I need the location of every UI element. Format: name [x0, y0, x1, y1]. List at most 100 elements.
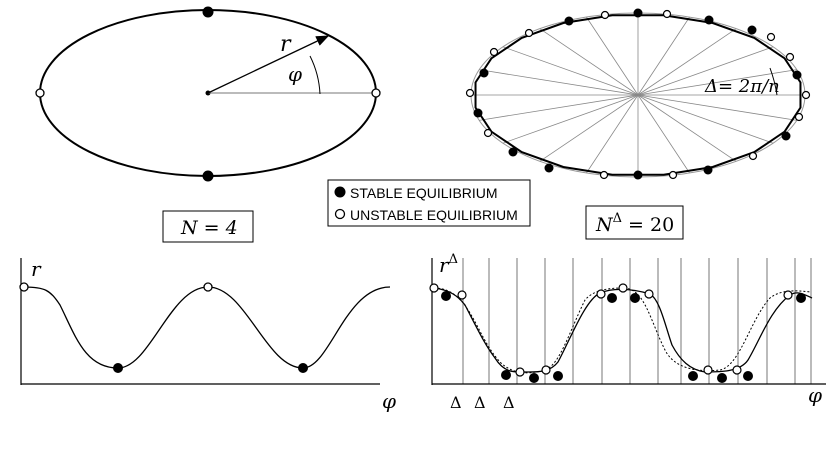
sector-spoke [637, 94, 737, 162]
sector-spoke [502, 94, 639, 144]
r-vector-arrow [207, 35, 330, 94]
sector-spoke [479, 69, 639, 96]
unstable-point [465, 88, 475, 98]
n20-text: NΔ = 20 [595, 211, 674, 236]
n4-frame [162, 210, 254, 243]
stable-point [564, 16, 574, 26]
r-phi-curve [23, 286, 391, 369]
unstable-point [785, 52, 795, 62]
stable-point [703, 165, 713, 175]
stable-point [479, 68, 489, 78]
stable-point [607, 293, 617, 303]
stable-point [113, 363, 123, 373]
sector-spoke [637, 16, 690, 96]
sector-spoke [539, 94, 639, 162]
legend-frame [327, 179, 531, 227]
unstable-point [483, 128, 493, 138]
unstable-point [703, 365, 713, 375]
sector-spoke [637, 46, 774, 96]
stable-point [747, 25, 757, 35]
sector-spoke [539, 28, 639, 96]
unstable-point [515, 367, 525, 377]
sector-spoke [502, 46, 639, 96]
legend-stable-label: STABLE EQUILIBRIUM [350, 185, 498, 201]
stable-point [796, 293, 806, 303]
delta-tick-label: Δ [450, 393, 462, 412]
unstable-point [766, 32, 776, 42]
sector-spoke [637, 69, 797, 96]
stable-point [633, 8, 643, 18]
stable-point [473, 108, 483, 118]
n4-label-box: N = 4 [162, 210, 254, 243]
unstable-point [524, 28, 534, 38]
n20-n: N [595, 214, 614, 236]
unstable-point [668, 170, 678, 180]
delta-tick-label: Δ [474, 393, 486, 412]
phi-angle-label: φ [288, 62, 302, 86]
unstable-point [599, 170, 609, 180]
legend-stable-marker [334, 186, 346, 198]
unstable-point [371, 88, 381, 98]
stable-point [704, 15, 714, 25]
sector-spoke [586, 94, 639, 174]
sector-gridlines [462, 258, 812, 384]
phi-arc [309, 55, 321, 95]
stable-point [202, 6, 214, 18]
unstable-point [35, 88, 45, 98]
n20-value: = 20 [622, 214, 674, 236]
unstable-point [429, 283, 439, 293]
unstable-point [596, 289, 606, 299]
stable-point [441, 291, 451, 301]
legend: STABLE EQUILIBRIUM UNSTABLE EQUILIBRIUM [327, 179, 531, 227]
n4-text: N = 4 [180, 217, 238, 239]
unstable-point [618, 283, 628, 293]
stable-point [688, 371, 698, 381]
sector-spoke [637, 94, 774, 144]
unstable-point [541, 365, 551, 375]
y-axis-r: r [439, 253, 450, 277]
stable-point [202, 170, 214, 182]
stable-point [633, 170, 643, 180]
sector-spoke [637, 94, 690, 174]
y-axis-label: r [31, 257, 42, 281]
sector-spoke [637, 94, 797, 121]
stable-point [630, 293, 640, 303]
stable-point [781, 131, 791, 141]
continuous-curve-dotted [433, 287, 811, 374]
y-axis-superscript: Δ [449, 252, 458, 267]
legend-unstable-label: UNSTABLE EQUILIBRIUM [350, 207, 518, 223]
ellipse-n4-panel: r φ [35, 6, 381, 182]
unstable-point [732, 365, 742, 375]
discrete-equilibria [465, 8, 811, 180]
legend-unstable-marker [334, 208, 346, 220]
stable-point [717, 373, 727, 383]
n20-frame [585, 205, 684, 240]
stable-point [544, 163, 554, 173]
sector-spoke [586, 16, 639, 96]
plot-n20: rΔ φ Δ Δ Δ [429, 252, 826, 412]
stable-point [553, 371, 563, 381]
unstable-point [662, 9, 672, 19]
unstable-point [794, 112, 804, 122]
unstable-point [600, 10, 610, 20]
discretized-polygon [474, 14, 802, 176]
x-axis-label: φ [808, 383, 822, 407]
plot-n4: r φ [19, 257, 396, 413]
delta-arc [769, 67, 778, 96]
plot-equilibria [429, 283, 806, 383]
y-axis-label: rΔ [439, 252, 458, 277]
ellipse-n20-panel: Δ= 2π/n [465, 8, 811, 180]
stable-point [743, 371, 753, 381]
unstable-point [457, 290, 467, 300]
unstable-point [644, 289, 654, 299]
unstable-point [489, 47, 499, 57]
unstable-point [19, 282, 29, 292]
x-axis-label: φ [382, 389, 396, 413]
sector-spokes [471, 13, 805, 177]
stable-point [529, 373, 539, 383]
stable-point [792, 70, 802, 80]
r-vector-label: r [280, 32, 292, 57]
stable-point [501, 370, 511, 380]
stable-point [298, 363, 308, 373]
